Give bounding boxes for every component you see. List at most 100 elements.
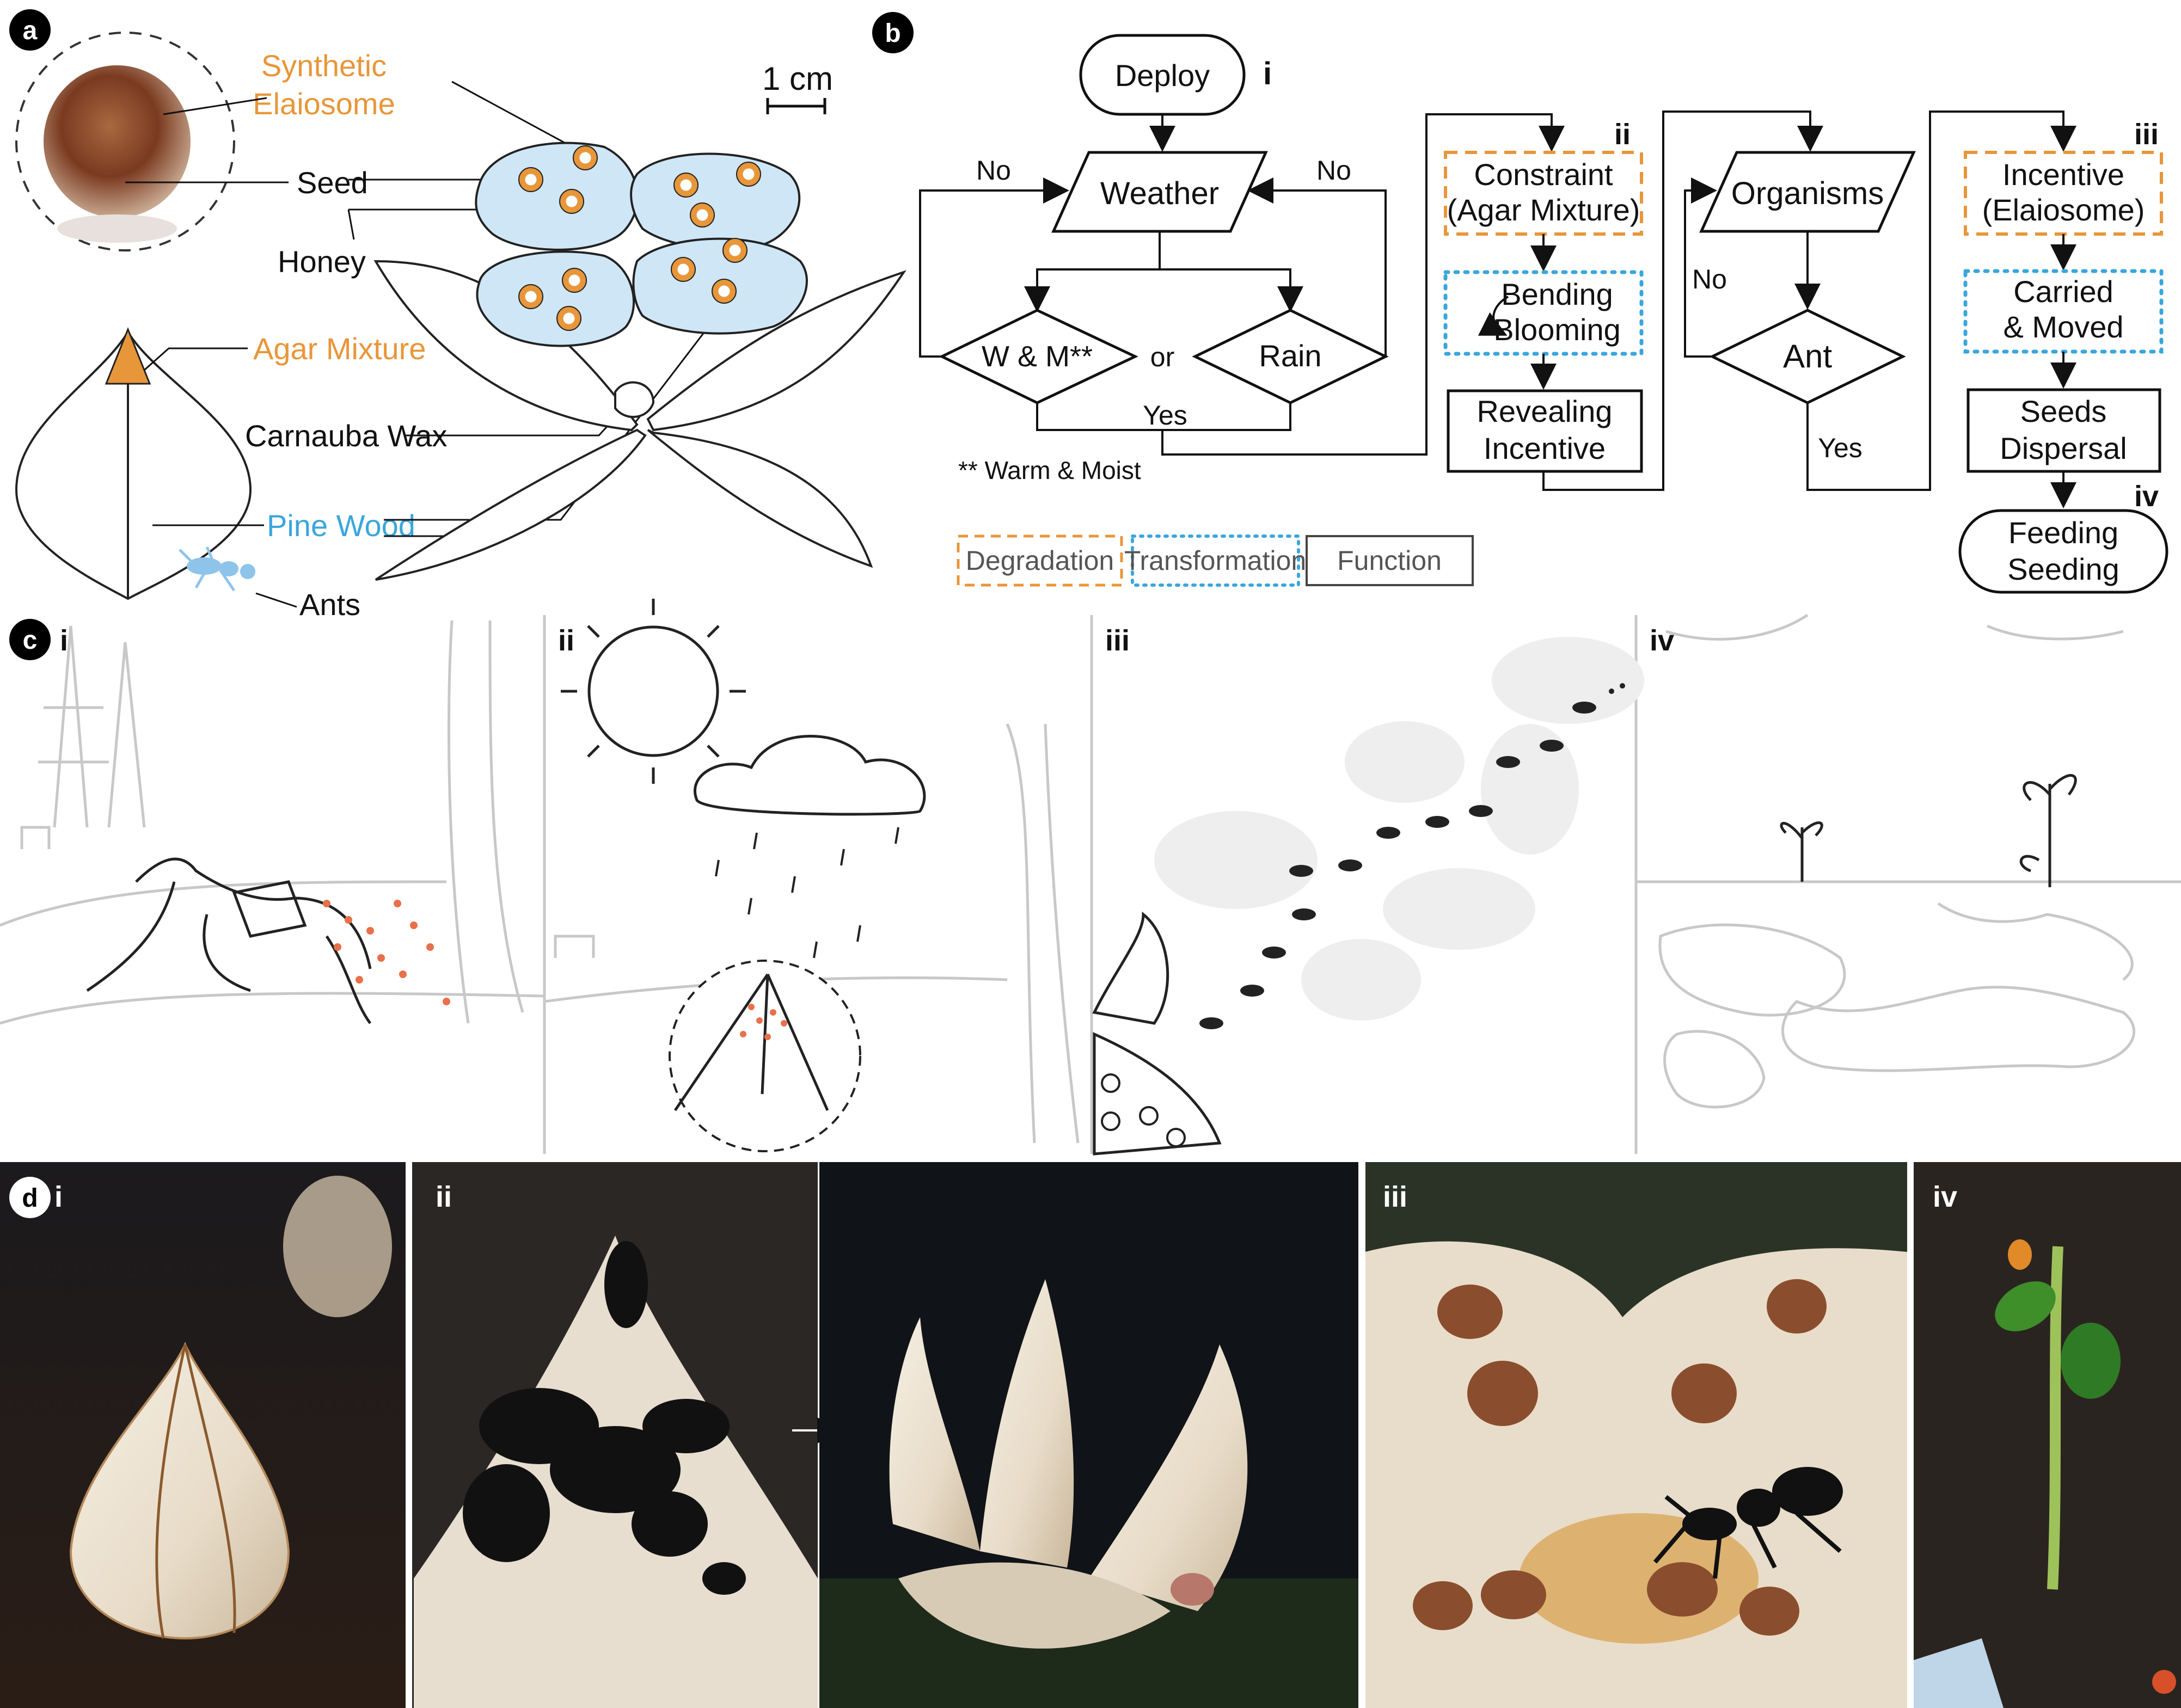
- open-petal-1: [889, 1317, 980, 1551]
- raindrops: [715, 827, 899, 959]
- feeding-text-2: Seeding: [2007, 552, 2119, 586]
- cone-sketch: [673, 973, 829, 1111]
- ant-no-loop: [1684, 177, 1717, 358]
- legend-degradation: [957, 534, 1123, 587]
- d-sub-i: i: [54, 1181, 63, 1213]
- legend-function: [1306, 535, 1474, 586]
- ant-yes-line: [1806, 110, 2076, 491]
- dispersed-seeds: [323, 900, 450, 1005]
- cloud-icon: [694, 735, 926, 816]
- organisms-node: [1699, 151, 1916, 233]
- elaiosome-d-ii: [1171, 1573, 1214, 1606]
- seeds-text-1: Seeds: [2020, 394, 2107, 428]
- carrier-fragment: [1914, 1638, 2004, 1708]
- panel-a-badge: [9, 9, 51, 51]
- scale-label: 1 cm: [762, 60, 833, 97]
- c-i-scene: [0, 620, 545, 1025]
- bending-text-2: Blooming: [1493, 312, 1620, 347]
- elaiosome-zoom-circle: [15, 32, 235, 251]
- step-i-label: i: [1263, 56, 1272, 91]
- elaiosome-shadow: [57, 214, 177, 243]
- open-base: [898, 1562, 1171, 1649]
- ladybug: [2152, 1670, 2176, 1694]
- deploy-text: Deploy: [1115, 58, 1210, 93]
- step-ii-label: ii: [1614, 118, 1631, 151]
- rain-text: Rain: [1259, 339, 1321, 373]
- seed-label: Seed: [297, 165, 368, 200]
- or-text: or: [1150, 342, 1174, 372]
- panel-a: a Synthetic Elaiosome Seed Honey 1 cm Ag…: [9, 9, 906, 622]
- c-sub-iii: iii: [1105, 624, 1130, 657]
- yes-to-constraint: [1161, 113, 1565, 456]
- agar-leader: [144, 347, 248, 371]
- synthetic-label: Synthetic: [261, 48, 387, 83]
- c-iv-scene: [1636, 613, 2181, 1109]
- agar-label: Agar Mixture: [253, 331, 426, 366]
- seedling-leaf-r: [2061, 1323, 2121, 1399]
- ant-no-text: No: [1692, 264, 1727, 294]
- sun-icon: [561, 599, 746, 784]
- seeds-d-iii: [1413, 1279, 1827, 1636]
- organisms-text: Organisms: [1731, 176, 1884, 211]
- opened-carrier: [373, 260, 906, 581]
- carried-text-2: & Moved: [2004, 310, 2124, 344]
- panel-b-letter: b: [885, 19, 900, 48]
- revealing-node: [1447, 389, 1643, 473]
- elaiosome-label: Elaiosome: [253, 87, 395, 121]
- legend-function-text: Function: [1337, 545, 1442, 576]
- legend-transformation: [1131, 534, 1300, 587]
- ant-text: Ant: [1783, 338, 1832, 374]
- panel-d-letter: d: [22, 1184, 38, 1213]
- wm-text: W & M**: [982, 340, 1093, 373]
- honey-petals: [475, 142, 808, 347]
- panel-c-badge: [9, 619, 51, 660]
- photo-d-iv: [1914, 1162, 2181, 1708]
- ants-leader: [255, 592, 297, 608]
- panel-c-letter: c: [23, 626, 38, 655]
- ants-label: Ants: [299, 587, 360, 622]
- photo-d-iii-bg: [1365, 1162, 1907, 1317]
- dog-icon: [86, 857, 372, 1024]
- panel-d: d i ii iii: [0, 1162, 2181, 1708]
- seedling-icons: [1780, 774, 2077, 887]
- yes-text: Yes: [1143, 400, 1187, 431]
- blur-carrier-d-i: [283, 1176, 392, 1317]
- panel-b: b Deploy i Weather W & M** or Rain No No…: [872, 12, 2168, 594]
- seeds-text-2: Dispersal: [2000, 431, 2127, 465]
- legend-degradation-text: Degradation: [966, 545, 1114, 576]
- panel-c: c i ii iii iv: [0, 599, 2181, 1156]
- agar-dots: [740, 1004, 787, 1040]
- weather-split: [1036, 268, 1291, 308]
- c-sub-i: i: [60, 624, 68, 657]
- ant-icon: [179, 546, 255, 592]
- step-iii-label: iii: [2134, 118, 2159, 151]
- weather-text: Weather: [1100, 176, 1219, 211]
- legend-transformation-text: Transformation: [1124, 545, 1306, 576]
- carrier-photo-d-i: [69, 1342, 290, 1640]
- revealing-text-1: Revealing: [1477, 394, 1612, 428]
- carried-node: [1963, 269, 2164, 354]
- seedling-stem: [2047, 1246, 2063, 1590]
- elaiosome-leader: [163, 97, 267, 115]
- seedling-leaf-l: [1995, 1281, 2056, 1331]
- constraint-text-2: (Agar Mixture): [1447, 193, 1640, 227]
- honey-leader-2: [347, 209, 355, 240]
- open-petal-2: [980, 1279, 1074, 1568]
- d-sub-iv: iv: [1933, 1181, 1957, 1213]
- d-sub-ii: ii: [436, 1181, 452, 1213]
- yes-merge: [1036, 403, 1291, 431]
- pine-wood-label: Pine Wood: [267, 508, 415, 543]
- panel-d-badge: [9, 1177, 51, 1218]
- elaiosome-photo: [44, 65, 191, 218]
- bending-text-1: Bending: [1501, 277, 1613, 311]
- carried-text-1: Carried: [2013, 274, 2113, 309]
- c-iii-scene: [1092, 637, 1644, 1156]
- constraint-text-1: Constraint: [1474, 157, 1613, 192]
- open-petal-3: [1089, 1344, 1248, 1611]
- revealing-to-organisms: [1542, 110, 1823, 491]
- pine-wood-leader-r: [384, 288, 739, 521]
- incentive-text-2: (Elaiosome): [1982, 193, 2145, 227]
- carrier-seams-d-i: [155, 1344, 236, 1639]
- footnote-text: ** Warm & Moist: [958, 456, 1141, 484]
